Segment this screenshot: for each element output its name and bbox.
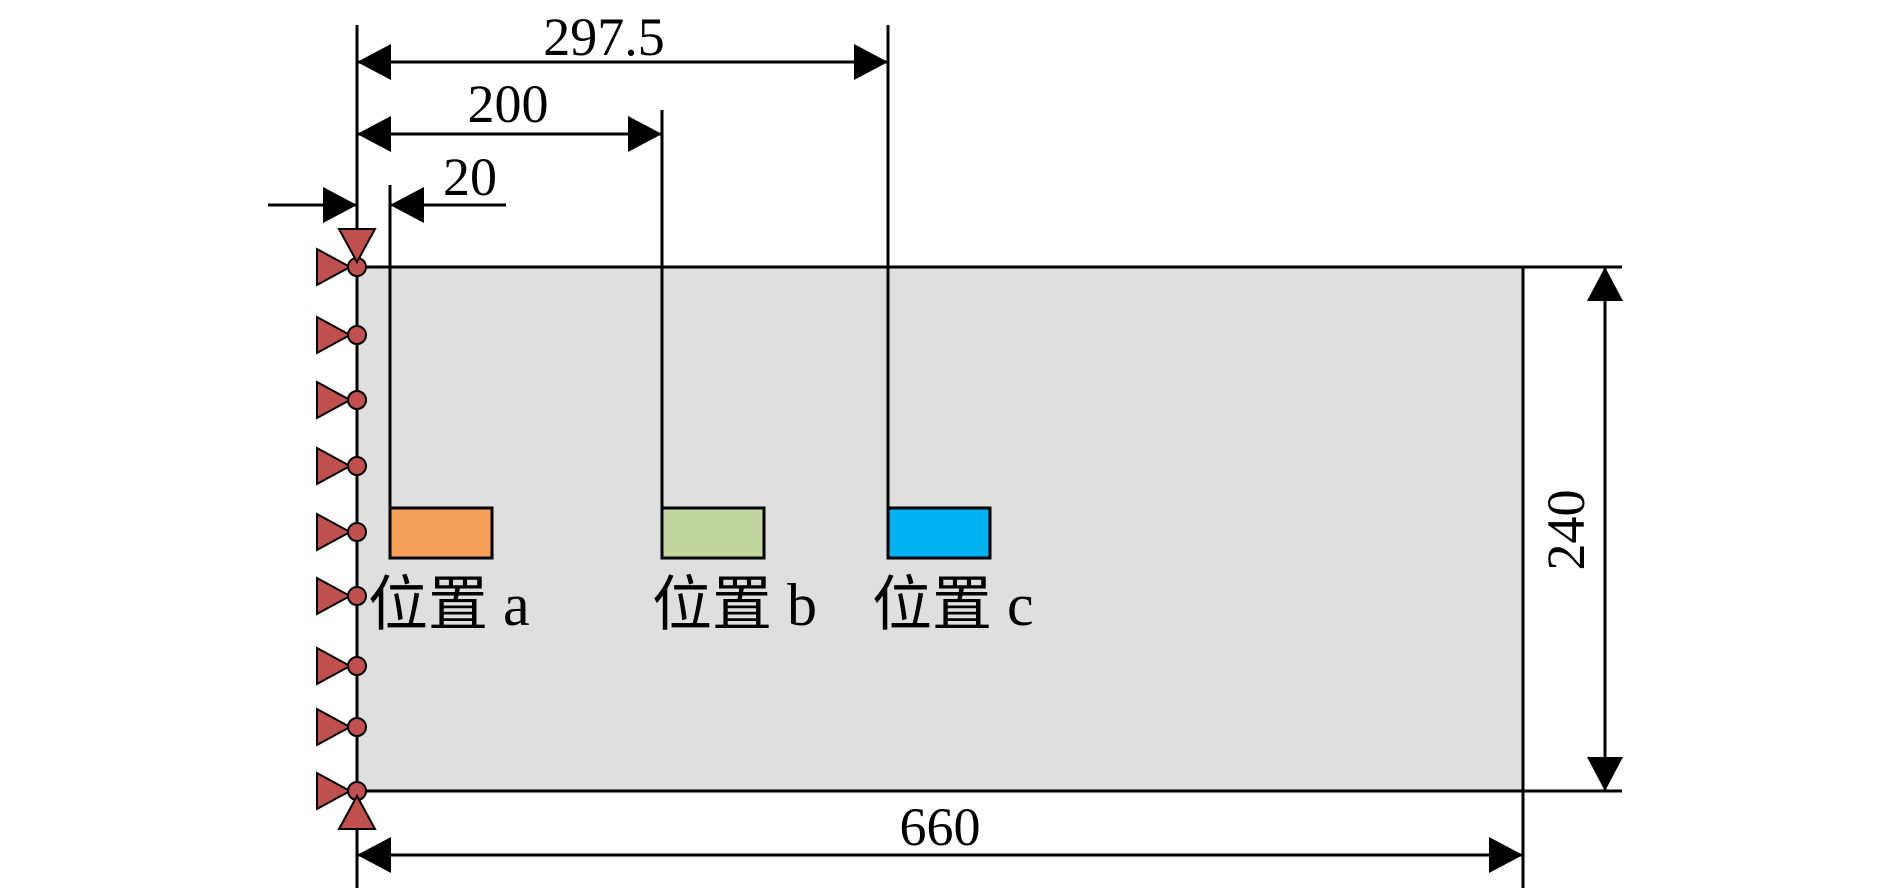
dim-arrow-b-right (628, 116, 662, 152)
dim-arrow-length-left (357, 837, 391, 873)
dim-arrow-height-top (1587, 267, 1623, 301)
support-triangle-top (337, 228, 377, 265)
position-a-box (388, 506, 494, 560)
dim-arrow-c-right (854, 44, 888, 80)
position-b-box (660, 506, 766, 560)
support-pin-3 (347, 390, 367, 410)
position-c-box (886, 506, 992, 560)
support-triangle-4 (316, 446, 353, 486)
dim-arrow-c-left (357, 44, 391, 80)
support-triangle-7 (316, 646, 353, 686)
support-triangle-2 (316, 315, 353, 355)
dim-label-c: 297.5 (543, 7, 665, 67)
support-triangle-9 (316, 771, 353, 811)
support-triangle-1 (316, 247, 353, 287)
dim-label-a: 20 (443, 147, 497, 207)
dim-arrow-length-right (1489, 837, 1523, 873)
dim-arrow-a-left (323, 187, 357, 223)
position-a-label: 位置 a (368, 572, 530, 638)
support-pin-7 (347, 656, 367, 676)
support-triangle-5 (316, 512, 353, 552)
boundary-supports (316, 228, 377, 830)
dim-arrow-b-left (357, 116, 391, 152)
support-triangle-bottom (337, 793, 377, 830)
dim-arrow-a-right (390, 187, 424, 223)
support-pin-5 (347, 522, 367, 542)
position-c-label: 位置 c (872, 572, 1034, 638)
dim-arrow-height-bottom (1587, 757, 1623, 791)
dim-label-height: 240 (1536, 490, 1596, 571)
support-triangle-8 (316, 707, 353, 747)
support-pin-4 (347, 456, 367, 476)
dim-label-b: 200 (468, 74, 549, 134)
support-pin-8 (347, 717, 367, 737)
support-pin-2 (347, 325, 367, 345)
dim-label-length: 660 (900, 797, 981, 857)
position-b-label: 位置 b (652, 572, 817, 638)
support-triangle-3 (316, 380, 353, 420)
support-pin-6 (347, 586, 367, 606)
support-triangle-6 (316, 576, 353, 616)
